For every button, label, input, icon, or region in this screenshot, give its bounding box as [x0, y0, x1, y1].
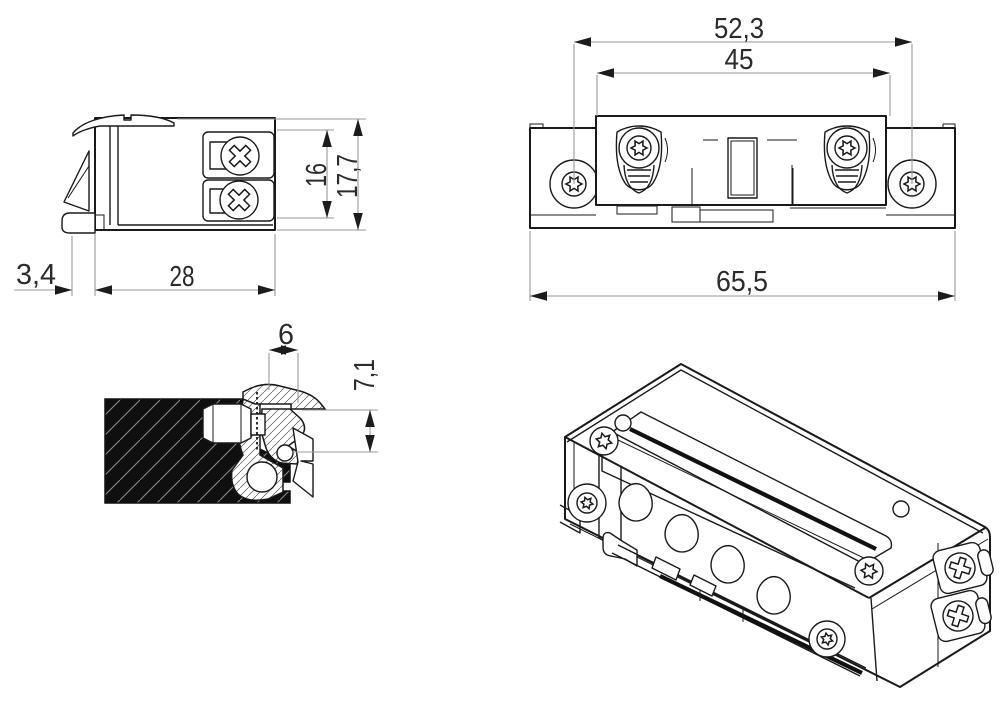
side-terminal-lower [202, 179, 275, 222]
dim-label-17-7: 17,7 [332, 154, 364, 198]
dim-label-52-3: 52,3 [714, 13, 764, 45]
arrowhead [365, 410, 375, 427]
left-end-screw [567, 483, 607, 523]
dim-front-hole-spacing: 52,3 [573, 13, 913, 184]
side-terminal-upper [202, 131, 275, 179]
side-top-flange [72, 114, 175, 137]
dim-front-faceplate-width: 45 [596, 44, 891, 116]
iso-view [559, 363, 994, 688]
arrowhead [322, 130, 332, 147]
keeper-plate [601, 411, 893, 589]
dim-section-lip-width: 6 [268, 319, 299, 403]
dim-front-total-width: 65,5 [529, 231, 956, 301]
iso-terminal-upper [932, 541, 994, 595]
arrowhead [353, 119, 363, 136]
rail-tab [651, 556, 681, 581]
front-bottom-steps [531, 205, 954, 223]
arrowhead [258, 285, 275, 295]
arrowhead [95, 285, 112, 295]
dim-label-6: 6 [278, 319, 294, 351]
pin-small [276, 444, 294, 462]
iso-body [564, 363, 991, 688]
dim-label-28: 28 [170, 261, 195, 293]
dim-label-7-1: 7,1 [349, 359, 381, 391]
dim-label-45: 45 [725, 44, 754, 76]
side-view: 16 17,7 28 3,4 [14, 114, 366, 296]
arrowhead [873, 68, 890, 78]
top-torx-screw-back [589, 426, 619, 456]
section-view: 6 7,1 [104, 319, 381, 504]
arrowhead [322, 201, 332, 218]
adjuster-boss-left [615, 125, 668, 194]
keeper-bowtie-section [292, 427, 314, 498]
arrowhead [530, 291, 547, 301]
dim-section-latch-depth: 7,1 [292, 359, 381, 453]
front-face-screw [808, 620, 846, 658]
arrowhead [938, 291, 955, 301]
center-slot [691, 137, 797, 205]
terminal-block-iso [930, 541, 994, 667]
arrowhead [895, 37, 912, 47]
hex-screw-section [202, 403, 266, 444]
arrowhead [365, 435, 375, 452]
latch-teeth [618, 482, 791, 615]
adjuster-boss-right [823, 125, 876, 194]
rail-tab [689, 574, 717, 597]
dim-label-16: 16 [301, 163, 333, 187]
keeper-lip-section [242, 383, 327, 410]
arrowhead [55, 285, 72, 295]
iso-terminal-lower [930, 589, 992, 643]
arrowhead [353, 213, 363, 230]
top-hole-left [614, 414, 632, 432]
top-torx-screw-front [854, 556, 884, 586]
dim-side-total-height: 17,7 [177, 118, 366, 231]
dim-label-65-5: 65,5 [716, 266, 768, 298]
dim-side-body-height: 16 [277, 129, 334, 219]
dim-side-lip-offset: 3,4 [14, 236, 73, 296]
side-latch-wedge [63, 150, 90, 212]
front-view: 52,3 45 65,5 [529, 13, 956, 301]
side-foot [61, 212, 96, 234]
arrowhead [574, 37, 591, 47]
dim-label-3-4: 3,4 [16, 259, 56, 291]
pivot-pin [246, 461, 278, 493]
foot-clip [602, 531, 638, 567]
dim-side-depth: 28 [94, 234, 276, 296]
arrowhead [597, 68, 614, 78]
top-hole-right [892, 500, 910, 518]
